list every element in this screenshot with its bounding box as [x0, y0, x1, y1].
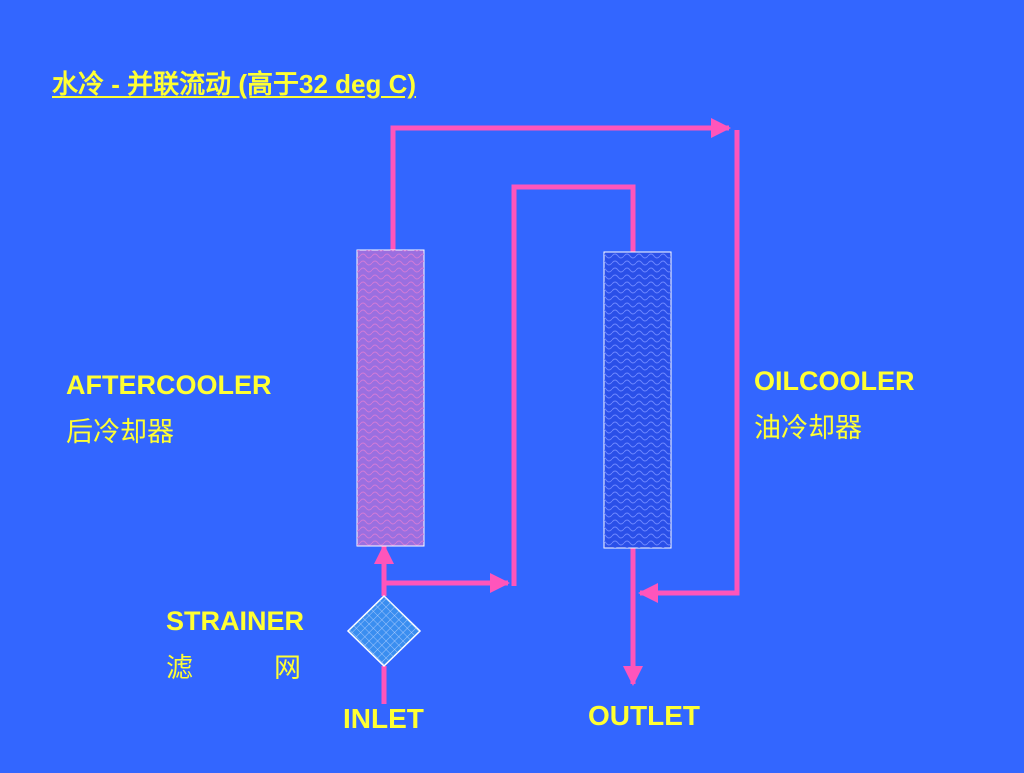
pipe-right-return — [638, 130, 740, 603]
aftercooler-label-cn: 后冷却器 — [66, 417, 174, 448]
outlet-label: OUTLET — [588, 700, 700, 731]
aftercooler-unit — [356, 249, 425, 547]
strainer-symbol — [346, 594, 422, 668]
oilcooler-label: OILCOOLER — [754, 366, 915, 396]
pipe-riser-to-oilcooler — [511, 184, 636, 586]
oilcooler-label-cn: 油冷却器 — [754, 413, 862, 444]
pipe-aftercooler-top — [390, 118, 731, 250]
strainer-label: STRAINER — [166, 606, 305, 636]
inlet-label: INLET — [343, 703, 424, 734]
diagram-title: 水冷 - 并联流动 (高于32 deg C) — [52, 69, 417, 99]
aftercooler-label: AFTERCOOLER — [66, 370, 272, 400]
strainer-label-cn: 滤 网 — [166, 653, 301, 684]
oilcooler-unit — [603, 251, 672, 549]
